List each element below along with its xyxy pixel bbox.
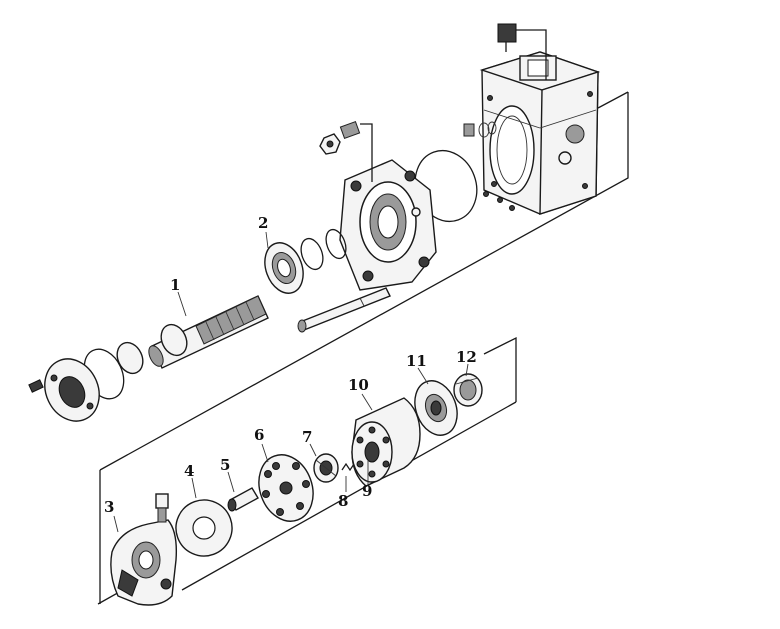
label-6: 6	[254, 426, 264, 444]
frame-lines	[97, 91, 629, 605]
label-3: 3	[104, 498, 114, 516]
cylinder-block-10	[351, 397, 421, 487]
label-8: 8	[338, 492, 348, 510]
seal-cover	[44, 358, 100, 422]
end-cover	[339, 159, 437, 291]
oil-seal	[116, 341, 144, 375]
pump-housing	[463, 23, 601, 215]
label-2: 2	[258, 214, 268, 232]
shoe-plate-4	[175, 499, 233, 557]
label-5: 5	[220, 456, 230, 474]
label-10: 10	[348, 376, 369, 394]
label-11: 11	[406, 352, 427, 370]
label-9: 9	[362, 482, 372, 500]
swash-plate-3	[110, 493, 178, 606]
label-12: 12	[456, 348, 477, 366]
long-bolt	[297, 287, 391, 333]
drive-shaft-1	[148, 295, 269, 369]
leader-lines	[113, 231, 469, 533]
pin-5	[227, 487, 259, 512]
label-7: 7	[302, 428, 312, 446]
needle-bearing-12	[453, 373, 483, 407]
retainer-plate-6	[258, 454, 314, 522]
valve-plate-11	[414, 380, 458, 436]
cover-screw	[28, 379, 44, 393]
cover-plug	[319, 120, 373, 182]
label-1: 1	[170, 276, 180, 294]
part-labels: 1 2 3 4 5 6 7 8 9 10 11 12	[104, 214, 477, 516]
bushing-7	[313, 453, 339, 483]
bearing-2	[264, 242, 304, 294]
label-4: 4	[184, 462, 194, 480]
snap-ring-b	[325, 228, 347, 260]
snap-ring-a	[300, 237, 324, 271]
